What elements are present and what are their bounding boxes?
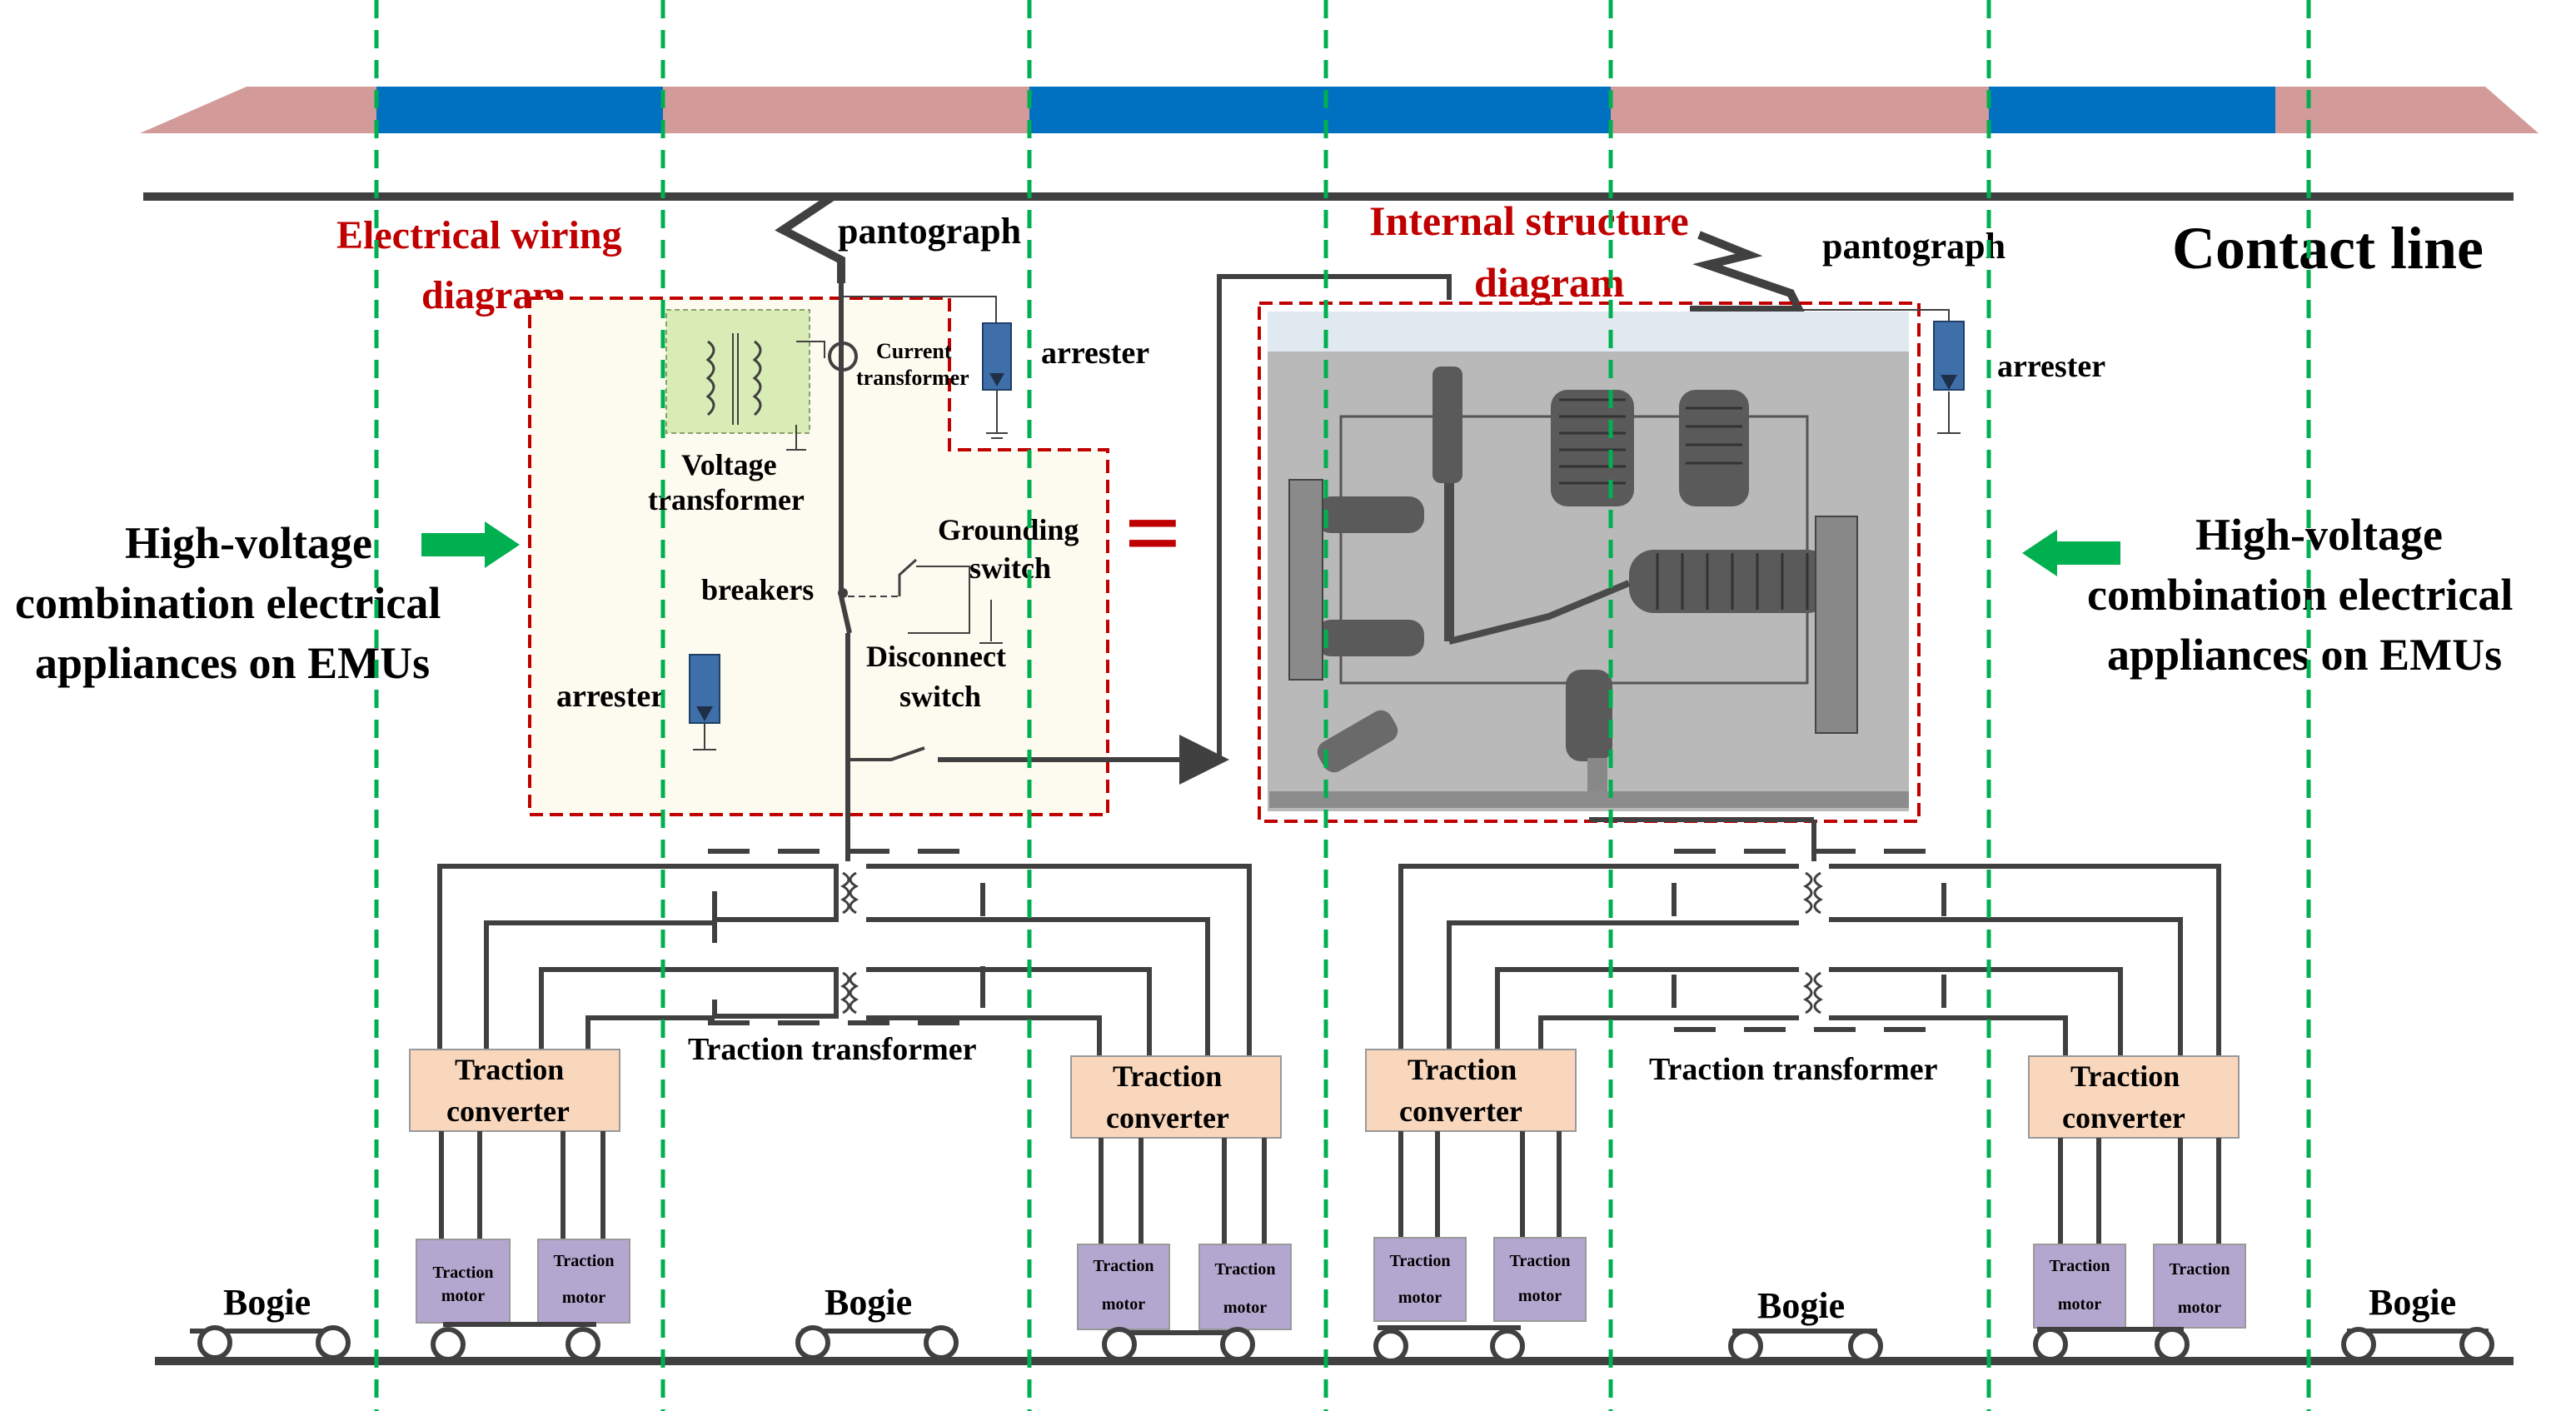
arrester-top-right-label: arrester bbox=[1997, 349, 2105, 384]
traction-motor-4-line-1: Traction bbox=[1215, 1260, 1276, 1279]
traction-converter-1-line-1: Traction bbox=[455, 1053, 564, 1086]
traction-motor-2-line-2: motor bbox=[562, 1289, 605, 1307]
roof-segment-6 bbox=[1989, 87, 2275, 133]
traction-converter-2 bbox=[1070, 1055, 1282, 1139]
traction-converter-4 bbox=[2028, 1055, 2240, 1139]
voltage-transformer-label-1: Voltage bbox=[681, 448, 777, 481]
traction-transformer-right bbox=[1398, 817, 2221, 1058]
traction-motor-5 bbox=[1373, 1237, 1467, 1322]
roof-segment-5 bbox=[1611, 87, 1989, 133]
current-transformer-label-1: Current bbox=[876, 339, 952, 363]
converter-group-1: Traction converter bbox=[409, 1049, 630, 1324]
internal-structure-photo bbox=[1268, 312, 1909, 811]
hv-left-line-3: appliances on EMUs bbox=[35, 638, 430, 688]
car-dividers bbox=[374, 0, 2311, 1411]
roof-segment-7 bbox=[2275, 87, 2539, 133]
voltage-transformer-label-2: transformer bbox=[648, 483, 805, 516]
pantograph-left bbox=[775, 192, 845, 283]
traction-motor-6 bbox=[1493, 1237, 1587, 1322]
pantograph-left-label: pantograph bbox=[838, 211, 1021, 252]
traction-motor-4 bbox=[1198, 1244, 1292, 1330]
traction-converter-3 bbox=[1365, 1049, 1577, 1132]
arrow-right-green bbox=[2022, 530, 2120, 576]
contact-line-label: Contact line bbox=[2172, 215, 2484, 282]
hv-right-line-2: combination electrical bbox=[2087, 570, 2513, 620]
traction-motor-8-line-1: Traction bbox=[2170, 1260, 2230, 1279]
traction-motor-5-line-1: Traction bbox=[1390, 1252, 1451, 1270]
traction-converter-1 bbox=[409, 1049, 620, 1132]
breakers-label: breakers bbox=[701, 573, 814, 606]
hv-left-line-1: High-voltage bbox=[125, 518, 372, 568]
bogie-label-2: Bogie bbox=[825, 1282, 912, 1323]
traction-motor-7 bbox=[2033, 1244, 2126, 1329]
hv-left-line-2: combination electrical bbox=[15, 578, 441, 628]
roof-segment-1 bbox=[140, 87, 376, 133]
pantograph-right-label: pantograph bbox=[1822, 226, 2005, 267]
arrester-inner-label: arrester bbox=[556, 679, 665, 714]
traction-motor-6-line-1: Traction bbox=[1510, 1252, 1571, 1270]
traction-motor-4-line-2: motor bbox=[1223, 1299, 1267, 1317]
traction-converter-1-line-2: converter bbox=[446, 1094, 570, 1128]
hv-right-line-3: appliances on EMUs bbox=[2107, 630, 2502, 680]
traction-motor-3 bbox=[1077, 1244, 1170, 1330]
bogie-label-3: Bogie bbox=[1757, 1285, 1845, 1326]
traction-motor-2-line-1: Traction bbox=[554, 1252, 615, 1270]
electrical-wiring-title-1: Electrical wiring bbox=[336, 213, 622, 257]
traction-converter-3-line-1: Traction bbox=[1408, 1053, 1517, 1086]
traction-transformer-left-label: Traction transformer bbox=[688, 1032, 977, 1067]
grounding-switch-label-1: Grounding bbox=[938, 513, 1079, 546]
disconnect-switch-label-1: Disconnect bbox=[866, 640, 1006, 673]
traction-motor-1-line-1: Traction bbox=[433, 1264, 494, 1282]
current-transformer-label-2: transformer bbox=[856, 366, 969, 390]
internal-structure-title-2: diagram bbox=[1474, 259, 1625, 306]
voltage-transformer-symbol bbox=[665, 309, 825, 451]
hv-right-line-1: High-voltage bbox=[2195, 510, 2443, 560]
roof-segment-2 bbox=[376, 87, 663, 133]
traction-motor-7-line-2: motor bbox=[2058, 1295, 2101, 1314]
disconnect-switch-label-2: switch bbox=[899, 680, 981, 713]
traction-converter-4-line-2: converter bbox=[2062, 1101, 2185, 1134]
traction-converter-3-line-2: converter bbox=[1399, 1094, 1522, 1128]
arrester-top-left-label: arrester bbox=[1041, 336, 1149, 371]
traction-motor-3-line-2: motor bbox=[1102, 1295, 1145, 1314]
traction-motor-8-line-2: motor bbox=[2178, 1299, 2221, 1317]
traction-converter-2-line-1: Traction bbox=[1113, 1059, 1222, 1093]
roof-segment-3 bbox=[663, 87, 1029, 133]
traction-converter-2-line-2: converter bbox=[1106, 1101, 1229, 1134]
bogie-label-1: Bogie bbox=[223, 1282, 311, 1323]
traction-converter-4-line-1: Traction bbox=[2070, 1059, 2180, 1093]
arrow-left-green bbox=[421, 521, 520, 568]
bogie-label-4: Bogie bbox=[2369, 1282, 2456, 1323]
grounding-switch-symbol bbox=[848, 558, 1003, 644]
traction-motor-2 bbox=[537, 1239, 630, 1324]
converter-group-2: Traction converter bbox=[1070, 1055, 1292, 1330]
current-transformer-symbol bbox=[828, 342, 858, 371]
traction-transformer-left bbox=[437, 820, 1252, 1058]
bogie-wheels bbox=[190, 1322, 2494, 1364]
roof-segment-4 bbox=[1029, 87, 1611, 133]
equals-sign: = bbox=[1124, 477, 1181, 588]
converter-group-4: Traction converter bbox=[2028, 1055, 2246, 1329]
internal-structure-title-1: Internal structure bbox=[1369, 197, 1689, 244]
traction-motor-7-line-1: Traction bbox=[2050, 1257, 2110, 1275]
train-roof bbox=[140, 87, 2539, 133]
traction-motor-5-line-2: motor bbox=[1398, 1289, 1442, 1307]
traction-motor-1-line-2: motor bbox=[441, 1287, 485, 1305]
traction-motor-6-line-2: motor bbox=[1518, 1287, 1562, 1305]
traction-motor-8 bbox=[2153, 1244, 2246, 1329]
traction-motor-3-line-1: Traction bbox=[1094, 1257, 1154, 1275]
grounding-switch-label-2: switch bbox=[969, 551, 1051, 585]
traction-transformer-right-label: Traction transformer bbox=[1649, 1052, 1938, 1087]
converter-group-3: Traction converter bbox=[1365, 1049, 1587, 1322]
